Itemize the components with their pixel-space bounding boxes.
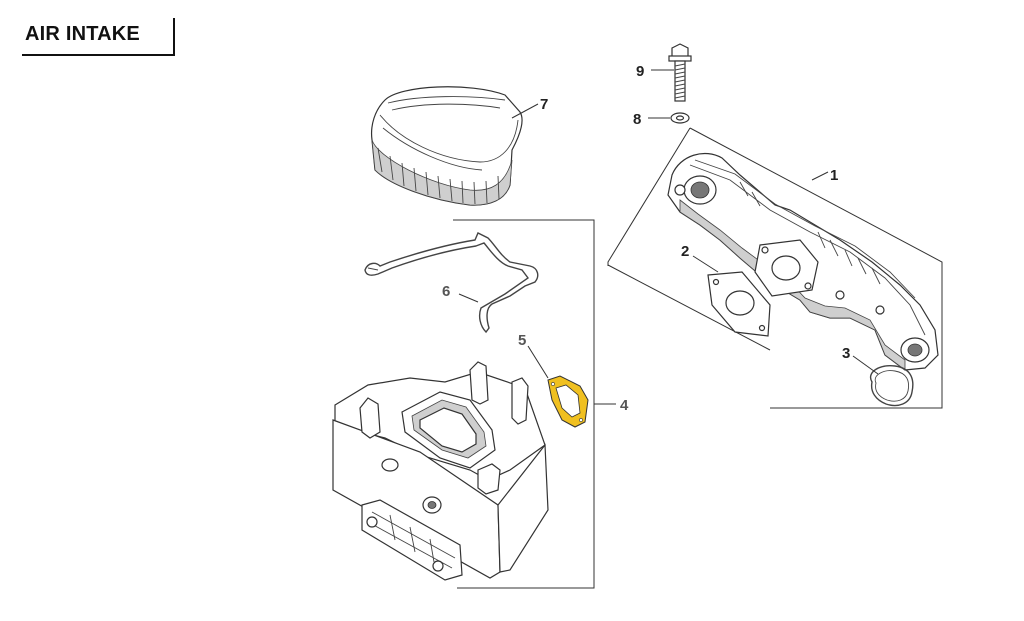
leader-5 [527,345,549,379]
title-box: AIR INTAKE [22,18,175,56]
air-filter-element[interactable] [370,86,523,206]
intake-manifold[interactable] [667,152,939,371]
callout-1: 1 [830,167,838,184]
page-title-rest: INTAKE [65,23,140,45]
retaining-wire-clip[interactable] [364,232,539,334]
o-ring[interactable] [869,365,914,407]
bracket-1-right [689,127,943,409]
gasket-highlighted[interactable] [547,375,589,428]
bolt[interactable] [668,43,692,102]
callout-7: 7 [540,96,548,113]
callout-4: 4 [620,397,629,414]
leader-2 [692,255,719,273]
leader-6 [458,293,479,303]
air-cleaner-base[interactable] [332,361,549,581]
leader-7 [511,103,539,119]
callout-3: 3 [842,345,850,362]
manifold-gasket[interactable] [707,271,771,337]
leader-3 [852,355,879,375]
callout-2: 2 [681,243,689,260]
callout-5: 5 [518,332,526,349]
callout-6: 6 [442,283,450,300]
page-title-bold: AIR [25,23,61,45]
washer[interactable] [670,112,690,124]
leader-1 [811,171,829,181]
bracket-1-left [607,127,691,266]
page-title: AIR INTAKE [25,23,140,46]
callout-8: 8 [633,111,641,128]
callout-9: 9 [636,63,644,80]
bracket-1-bottom [607,264,771,351]
